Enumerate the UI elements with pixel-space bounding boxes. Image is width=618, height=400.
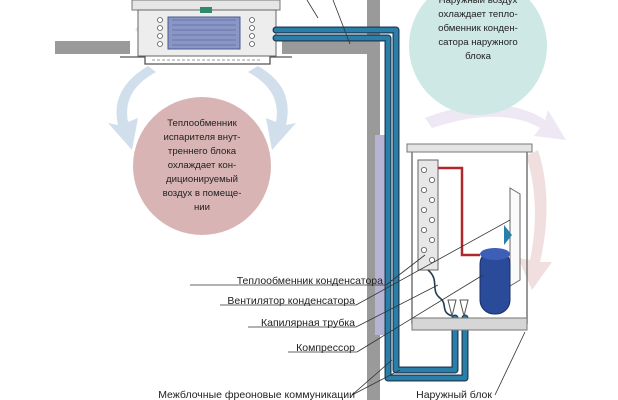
pipe-inner [273,35,468,381]
outdoor-unit [406,143,533,331]
bubble_indoor-line: нии [194,202,210,213]
cold-air-arrow-left [108,66,156,150]
bubble-indoor-evaporator: Теплообменник испарителя внут-треннего бл… [133,97,271,235]
ceiling-right [282,41,367,54]
condenser-tube-ends [420,166,435,263]
outdoor-unit-base [411,317,528,331]
bubble-indoor-circle [133,97,271,235]
condenser-fan-blade [509,187,521,287]
label-compressor: Компрессор [296,342,355,354]
discharge-line [438,166,480,257]
bubble_outdoor-line: охлаждает тепло- [438,9,517,20]
compressor-top [480,248,510,260]
label-refrigerant-lines: Межблочные фреоновые коммуникации [158,389,355,400]
bubble-outdoor-text: Наружный воздух охлаждает тепло-обменник … [438,0,518,62]
outdoor-unit-top [406,143,533,153]
pipe-outer [273,27,458,373]
capillary-tube [427,269,453,317]
indoor-unit [120,0,292,65]
leader-lines [190,0,526,396]
label-condenser-hx: Теплообменник конденсатора [237,275,383,287]
bubble_outdoor-line: обменник конден- [438,23,518,34]
outdoor-air-arrow-top [425,104,566,140]
refrigerant-lines [272,26,469,382]
evaporator-fins [172,19,236,46]
bubble_outdoor-line: блока [465,51,492,62]
bubble_indoor-line: диционируемый [166,174,238,185]
label-capillary: Капилярная трубка [261,317,355,329]
bubble-outdoor-air: Наружный воздух охлаждает тепло-обменник … [409,0,547,115]
bubble_indoor-line: треннего блока [168,146,237,157]
bubble-indoor-text: Теплообменник испарителя внут-треннего бл… [163,118,242,213]
bubble_indoor-line: Теплообменник [167,118,237,129]
bubble_outdoor-line: сатора наружного [438,37,517,48]
bubble_outdoor-line: Наружный воздух [439,0,518,6]
warm-air-arrow-outdoor [518,150,552,290]
cold-air-arrow-right [248,66,296,150]
label-condenser-fan: Вентилятор конденсатора [227,295,355,307]
bubble_indoor-line: испарителя внут- [164,132,241,143]
ceiling-left [55,41,130,54]
bubble_indoor-line: воздух в помеще- [163,188,242,199]
label-outdoor-unit: Наружный блок [416,389,492,400]
evaporator-coil [167,16,241,50]
indoor-louver [120,56,292,65]
condenser-coil [417,159,439,271]
fan-hub-icon [504,225,512,245]
indoor-fan-motor [200,7,212,13]
labels: Теплообменник конденсатора Вентилятор ко… [158,275,492,400]
cold-air-flow [108,66,296,150]
indoor-coil-tube-ends [157,17,255,47]
bubble_indoor-line: охлаждает кон- [168,160,237,171]
service-valves [447,299,469,317]
bubble-outdoor-circle [409,0,547,115]
